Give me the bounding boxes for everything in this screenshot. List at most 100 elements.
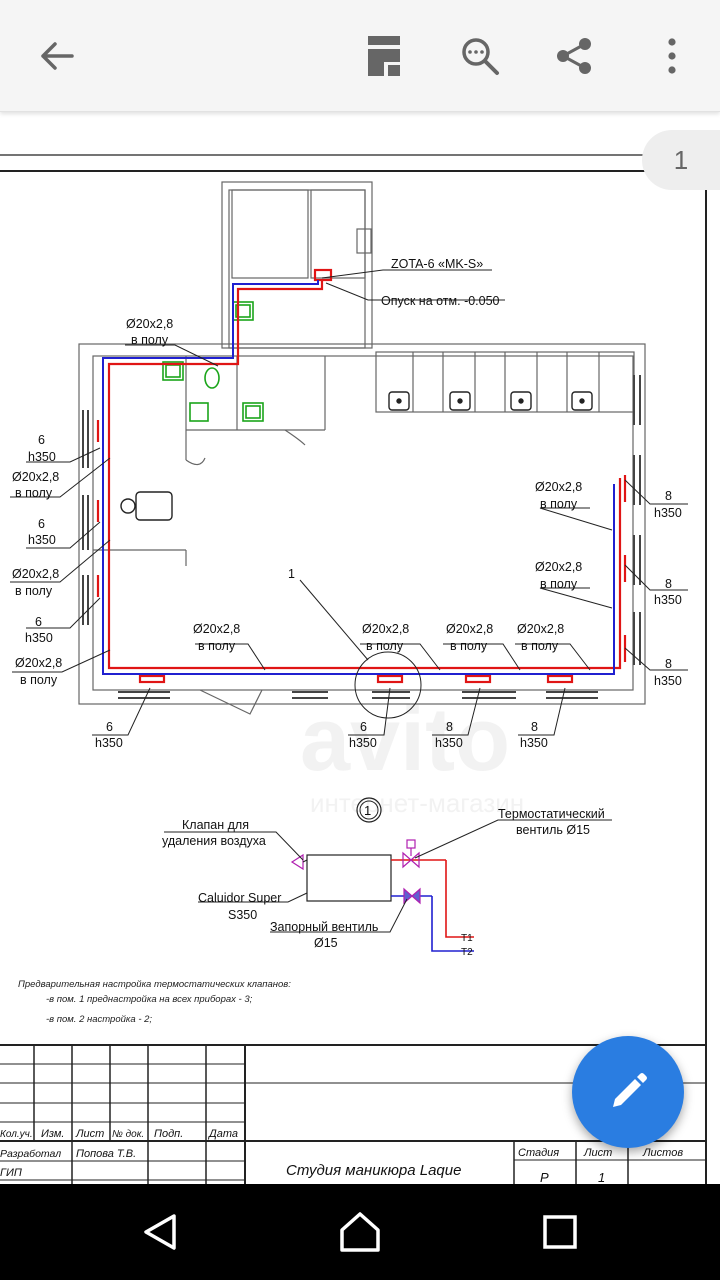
radiator-label: Caluidor Super (198, 891, 281, 905)
rad-label: 8 (446, 720, 453, 734)
tb-stage-value: Р (540, 1170, 549, 1184)
tb-col-izm: Изм. (41, 1128, 64, 1140)
height-label: h350 (520, 736, 548, 750)
thermo-valve-label: вентиль Ø15 (516, 823, 590, 837)
shutoff-valve-label: Запорный вентиль (270, 920, 378, 934)
tb-col-date: Дата (207, 1128, 238, 1140)
watermark: avito интернет-магазин (300, 690, 524, 818)
in-floor-label: в полу (198, 639, 236, 653)
page-number: 1 (673, 144, 689, 175)
height-label: h350 (654, 674, 682, 688)
watermark-logo: avito (300, 690, 510, 790)
radiator-symbol (306, 854, 392, 902)
pipe-label: Ø20x2,8 (517, 622, 564, 636)
in-floor-label: в полу (15, 584, 53, 598)
page-number-indicator: 1 (642, 130, 720, 190)
in-floor-label: в полу (20, 673, 58, 687)
in-floor-label: в полу (450, 639, 488, 653)
tb-head-sheet: Лист (583, 1147, 612, 1159)
nav-recents-button[interactable] (530, 1202, 590, 1262)
tb-sheet-value: 1 (598, 1170, 605, 1184)
in-floor-label: в полу (15, 486, 53, 500)
boiler-label: ZOTA-6 «MK-S» (391, 257, 483, 271)
nav-back-button[interactable] (130, 1202, 190, 1262)
pipe-label: Ø20x2,8 (193, 622, 240, 636)
nav-recents-icon (543, 1215, 577, 1249)
rad-label: 6 (106, 720, 113, 734)
rad-label: 6 (35, 615, 42, 629)
in-floor-label: в полу (540, 497, 578, 511)
app-bar (0, 0, 720, 112)
nav-home-icon (340, 1212, 380, 1252)
air-valve-label: удаления воздуха (162, 834, 266, 848)
nav-home-button[interactable] (330, 1202, 390, 1262)
document-viewer[interactable]: avito интернет-магазин (0, 112, 720, 1184)
height-label: h350 (28, 533, 56, 547)
pipe-label: Ø20x2,8 (15, 656, 62, 670)
system-navigation-bar (0, 1184, 720, 1280)
pipe-label: Ø20x2,8 (12, 470, 59, 484)
title-block-text: Кол.уч. Изм. Лист № док. Подп. Дата Разр… (0, 1128, 683, 1184)
height-label: h350 (654, 506, 682, 520)
pipe-label: Ø20x2,8 (126, 317, 173, 331)
search-button[interactable] (452, 28, 508, 84)
floor-plan-drawing: avito интернет-магазин (0, 154, 707, 1184)
in-floor-label: в полу (540, 577, 578, 591)
pipe-label: Ø20x2,8 (446, 622, 493, 636)
pipe-label: Ø20x2,8 (12, 567, 59, 581)
windows (82, 375, 641, 699)
back-button[interactable] (28, 28, 84, 84)
t2-label: T2 (461, 947, 473, 958)
pencil-edit-icon (613, 1073, 647, 1107)
rad-label: 6 (360, 720, 367, 734)
in-floor-label: в полу (131, 333, 169, 347)
tb-developer-name: Попова Т.В. (76, 1148, 136, 1160)
height-label: h350 (435, 736, 463, 750)
tb-head-sheets: Листов (642, 1147, 683, 1159)
note-line: -в пом. 2 настройка - 2; (46, 1014, 152, 1025)
detail-mark: 1 (364, 803, 371, 818)
share-button[interactable] (546, 28, 602, 84)
search-zoom-icon (462, 38, 499, 75)
radiator-label: S350 (228, 908, 257, 922)
rad-label: 6 (38, 517, 45, 531)
notes: Предварительная настройка термостатическ… (18, 979, 291, 1025)
detail-1: 1 Клапан для удаления воздуха Термостат (162, 797, 612, 958)
height-label: h350 (95, 736, 123, 750)
more-options-button[interactable] (644, 28, 700, 84)
plan-labels: ZOTA-6 «MK-S» Опуск на отм. -0.050 Ø20x2… (12, 257, 682, 750)
callout-number: 1 (288, 567, 295, 581)
manicure-stations (120, 391, 593, 521)
sanitary-fixtures (162, 301, 264, 422)
air-valve-label: Клапан для (182, 818, 249, 832)
tb-col-kol: Кол.уч. (0, 1129, 33, 1140)
thermo-valve-label: Термостатический (498, 807, 605, 821)
rad-label: 8 (665, 577, 672, 591)
edit-fab-button[interactable] (572, 1036, 684, 1148)
shutoff-valve-label: Ø15 (314, 936, 338, 950)
leader-lines (10, 269, 688, 736)
tb-col-ndoc: № док. (112, 1129, 144, 1140)
height-label: h350 (349, 736, 377, 750)
return-pipes (102, 280, 615, 675)
share-icon (557, 38, 591, 74)
pipe-label: Ø20x2,8 (362, 622, 409, 636)
page-layout-icon (368, 36, 400, 76)
supply-pipes (96, 268, 627, 684)
in-floor-label: в полу (521, 639, 559, 653)
thermostatic-valve-symbol (402, 851, 420, 869)
height-label: h350 (25, 631, 53, 645)
t1-label: T1 (461, 933, 473, 944)
page-layout-button[interactable] (356, 28, 412, 84)
shutoff-valve-symbol (403, 887, 421, 905)
rad-label: 6 (38, 433, 45, 447)
pipe-label: Ø20x2,8 (535, 560, 582, 574)
height-label: h350 (654, 593, 682, 607)
drop-label: Опуск на отм. -0.050 (381, 294, 500, 308)
rad-label: 8 (531, 720, 538, 734)
tb-col-list: Лист (75, 1128, 104, 1140)
nav-back-icon (144, 1214, 176, 1250)
tb-head-stage: Стадия (518, 1147, 559, 1159)
more-vert-icon (668, 38, 676, 74)
tb-row-gip: ГИП (0, 1167, 22, 1179)
